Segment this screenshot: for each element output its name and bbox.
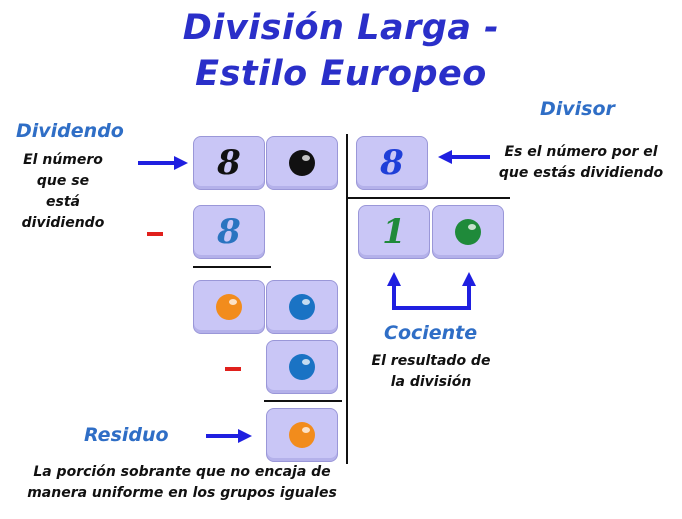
dividendo-desc-line: El número <box>23 152 103 168</box>
minus-sign-1 <box>147 232 163 236</box>
quotient-tile-2 <box>432 205 504 259</box>
digit-zero-icon <box>289 354 315 380</box>
digit-zero-icon <box>289 294 315 320</box>
remainder-tile <box>266 408 338 462</box>
digit-zero-icon <box>455 219 481 245</box>
page-title-line-2: Estilo Europeo <box>195 54 487 94</box>
digit-zero-icon <box>216 294 242 320</box>
digit-eight: 8 <box>217 212 241 252</box>
divisor-tile: 8 <box>356 136 428 190</box>
dividend-tile-2 <box>266 136 338 190</box>
first-subtraction-line <box>193 266 271 268</box>
cociente-description: El resultado de la división <box>356 351 506 393</box>
digit-zero-icon <box>289 150 315 176</box>
residuo-label: Residuo <box>84 424 169 446</box>
dividendo-desc-line: dividiendo <box>21 215 105 231</box>
residuo-arrow-icon <box>206 429 252 443</box>
subtraction-tile-1: 8 <box>193 205 265 259</box>
divisor-arrow-icon <box>438 150 490 164</box>
page-title-line-1: División Larga - <box>182 8 500 48</box>
difference-tile-1 <box>193 280 265 334</box>
dividendo-arrow-icon <box>138 156 188 170</box>
divisor-description: Es el número por el que estás dividiendo <box>486 142 676 184</box>
second-subtraction-line <box>264 400 342 402</box>
cociente-label: Cociente <box>384 322 478 344</box>
division-vertical-line <box>346 134 348 464</box>
cociente-desc-line: la división <box>390 374 472 390</box>
quotient-tile-1: 1 <box>358 205 430 259</box>
dividendo-desc-line: está <box>46 194 80 210</box>
cociente-bracket-arrow-icon <box>387 272 476 310</box>
residuo-description: La porción sobrante que no encaja de man… <box>2 462 362 504</box>
divisor-desc-line: que estás dividiendo <box>498 165 664 181</box>
digit-eight: 8 <box>217 143 241 183</box>
dividend-tile-1: 8 <box>193 136 265 190</box>
dividendo-desc-line: que se <box>36 173 90 189</box>
divisor-label: Divisor <box>540 98 615 120</box>
digit-zero-icon <box>289 422 315 448</box>
subtraction-tile-2 <box>266 340 338 394</box>
residuo-desc-line: La porción sobrante que no encaja de <box>33 464 331 480</box>
residuo-desc-line: manera uniforme en los grupos iguales <box>27 485 337 501</box>
divisor-underline <box>348 197 510 199</box>
dividendo-label: Dividendo <box>16 120 124 142</box>
digit-eight: 8 <box>380 143 404 183</box>
cociente-desc-line: El resultado de <box>371 353 491 369</box>
dividendo-description: El número que se está dividiendo <box>18 150 108 234</box>
difference-tile-2 <box>266 280 338 334</box>
digit-one: 1 <box>382 212 406 252</box>
minus-sign-2 <box>225 367 241 371</box>
divisor-desc-line: Es el número por el <box>504 144 658 160</box>
